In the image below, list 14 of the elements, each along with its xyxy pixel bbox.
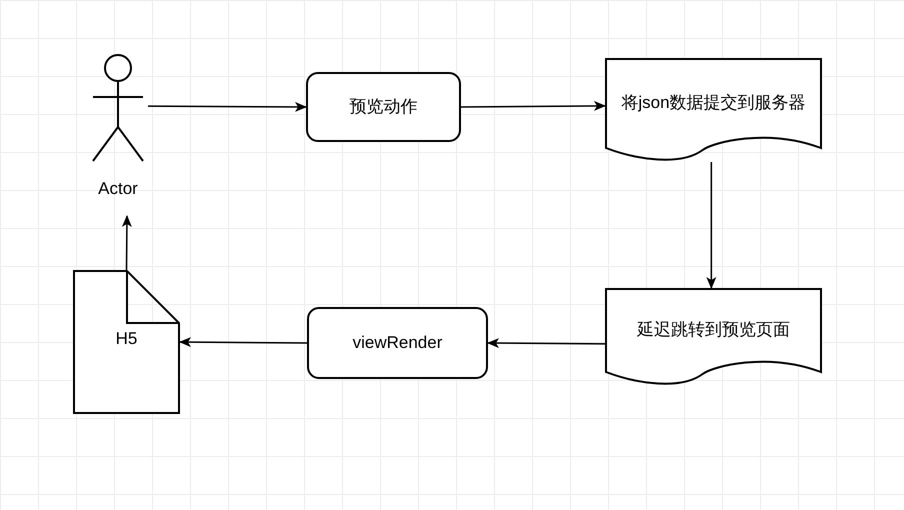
arrow bbox=[122, 215, 132, 270]
node-label: viewRender bbox=[352, 332, 442, 354]
arrow bbox=[461, 100, 606, 111]
process-box bbox=[306, 72, 461, 142]
arrow bbox=[148, 102, 307, 112]
node-label: H5 bbox=[116, 328, 138, 350]
node-label: Actor bbox=[98, 178, 138, 200]
arrow bbox=[179, 337, 307, 348]
node-label: 延迟跳转到预览页面 bbox=[637, 319, 790, 341]
node-label: 将json数据提交到服务器 bbox=[621, 92, 806, 114]
process-box bbox=[307, 307, 488, 379]
arrow bbox=[487, 338, 605, 348]
arrow bbox=[706, 162, 716, 289]
node-label: 预览动作 bbox=[350, 96, 418, 118]
